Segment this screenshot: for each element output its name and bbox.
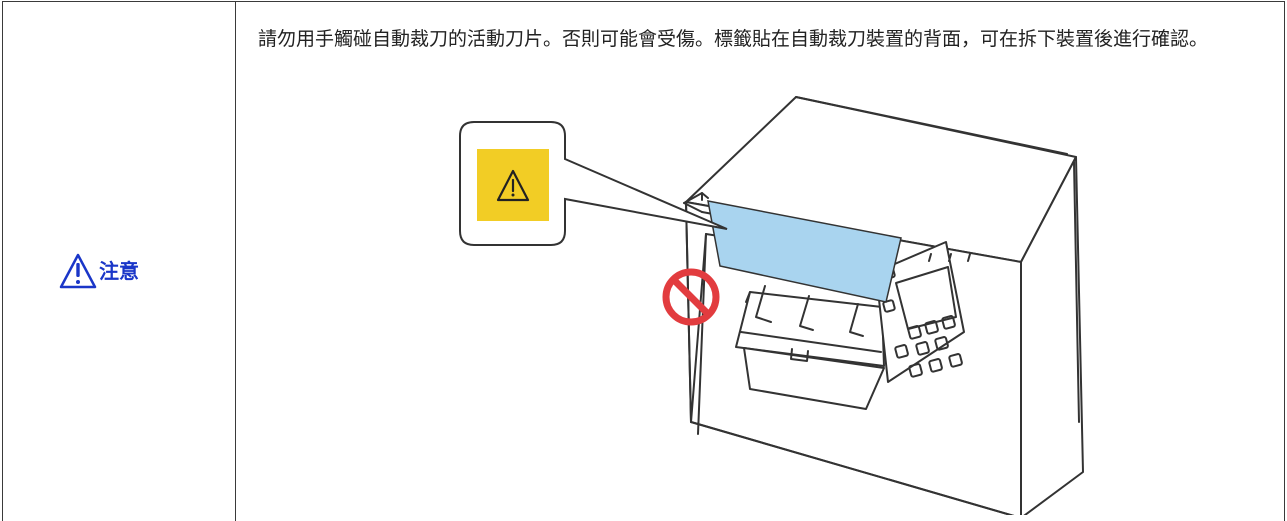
caution-label-text: 注意 [99,259,139,283]
caution-description-cell: 請勿用手觸碰自動裁刀的活動刀片。否則可能會受傷。標籤貼在自動裁刀裝置的背面，可在… [236,2,1284,521]
warning-triangle-icon [496,169,530,202]
warning-triangle-icon [59,253,97,289]
caution-description: 請勿用手觸碰自動裁刀的活動刀片。否則可能會受傷。標籤貼在自動裁刀裝置的背面，可在… [258,28,1209,50]
caution-label-cell: 注意 [3,2,236,521]
panel-display [895,266,957,330]
cutter-highlight [707,200,902,303]
no-symbol-icon [662,268,720,326]
lower-door [743,347,885,410]
printer-cutter-illustration [459,96,1084,515]
caution-label: 注意 [59,253,139,289]
